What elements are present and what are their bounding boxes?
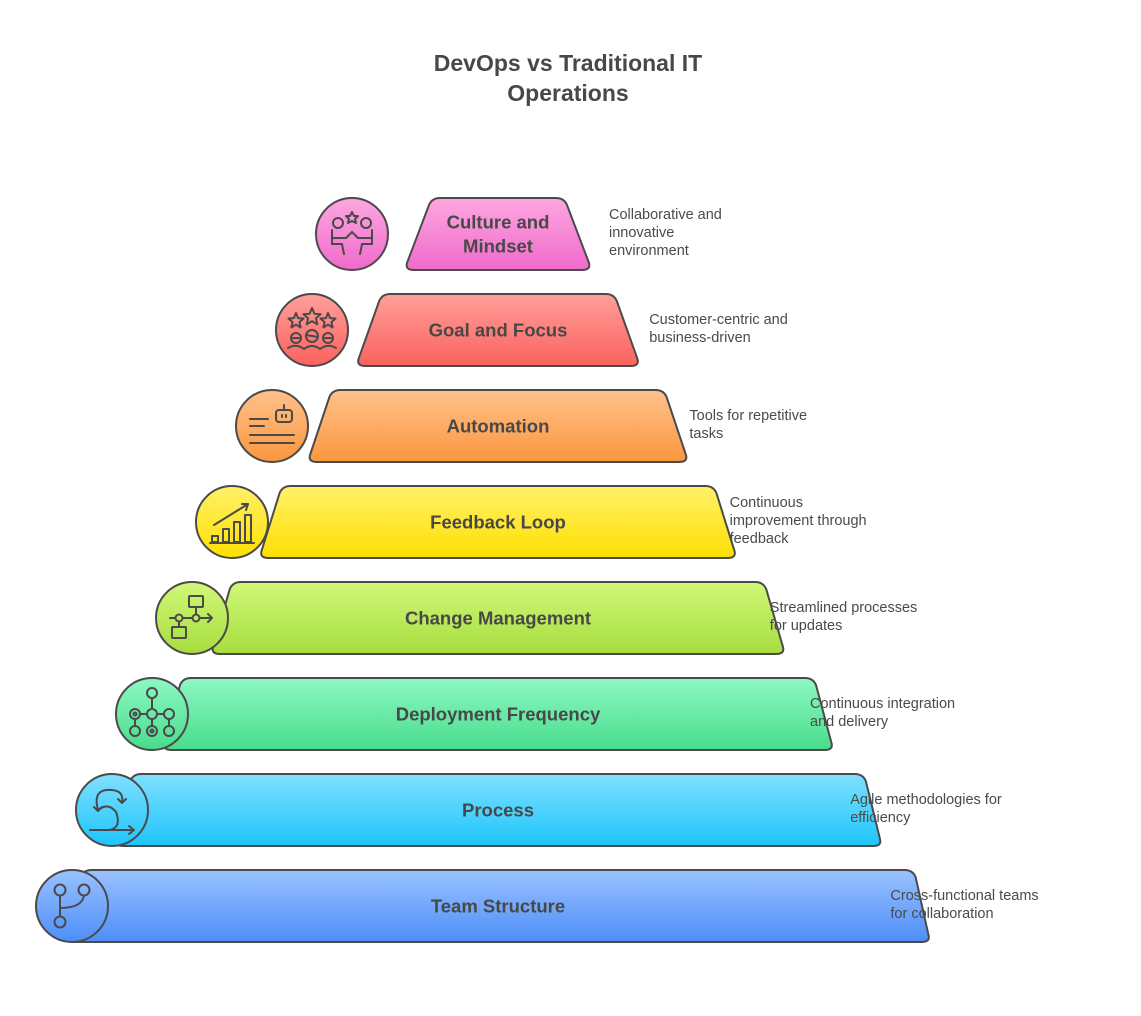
agile-loop-icon: [75, 773, 149, 847]
robot-list-icon: [235, 389, 309, 463]
layer-description: Cross-functional teams for collaboration: [890, 888, 1039, 922]
layer-shape: [405, 197, 591, 271]
layer-description: Continuous integration and delivery: [810, 696, 956, 730]
layer-shape: [163, 677, 833, 751]
layer-description: Continuous improvement through feedback: [729, 495, 867, 547]
branch-icon: [35, 869, 109, 943]
layer-label: Feedback Loop: [430, 512, 566, 533]
pyramid-layer: Process: [75, 773, 882, 847]
layer-label: Process: [462, 800, 534, 821]
pyramid-layer: Change Management: [155, 581, 785, 655]
team-collaboration-icon: [315, 197, 389, 271]
layer-label: Mindset: [463, 236, 533, 257]
pyramid-layer: Feedback Loop: [195, 485, 736, 559]
layer-shape: [211, 581, 785, 655]
pyramid-layer: Automation: [235, 389, 688, 463]
layer-label: Culture and: [447, 212, 550, 233]
diagram-title: DevOps vs Traditional IT Operations: [0, 48, 1136, 108]
layer-label: Deployment Frequency: [396, 704, 601, 725]
layer-label: Goal and Focus: [429, 320, 568, 341]
pyramid-layer: Team Structure: [35, 869, 930, 943]
layer-shape: [357, 293, 639, 367]
title-line-2: Operations: [507, 80, 629, 106]
layer-description: Streamlined processes for updates: [769, 600, 918, 634]
title-line-1: DevOps vs Traditional IT: [433, 50, 703, 76]
layer-description: Collaborative and innovative environment: [609, 207, 722, 259]
network-nodes-icon: [115, 677, 189, 751]
pyramid-layer: Goal and Focus: [275, 293, 639, 367]
layer-shape: [114, 773, 882, 847]
layer-description: Tools for repetitive tasks: [689, 408, 808, 442]
workflow-icon: [155, 581, 229, 655]
layer-label: Change Management: [405, 608, 591, 629]
layer-label: Team Structure: [431, 896, 565, 917]
layer-shape: [308, 389, 688, 463]
pyramid-layer: Deployment Frequency: [115, 677, 833, 751]
layer-description: Agile methodologies for efficiency: [850, 792, 1002, 826]
layer-description: Customer-centric and business-driven: [649, 312, 788, 346]
stars-audience-icon: [275, 293, 349, 367]
layer-shape: [260, 485, 736, 559]
growth-chart-icon: [195, 485, 269, 559]
layer-label: Automation: [447, 416, 550, 437]
